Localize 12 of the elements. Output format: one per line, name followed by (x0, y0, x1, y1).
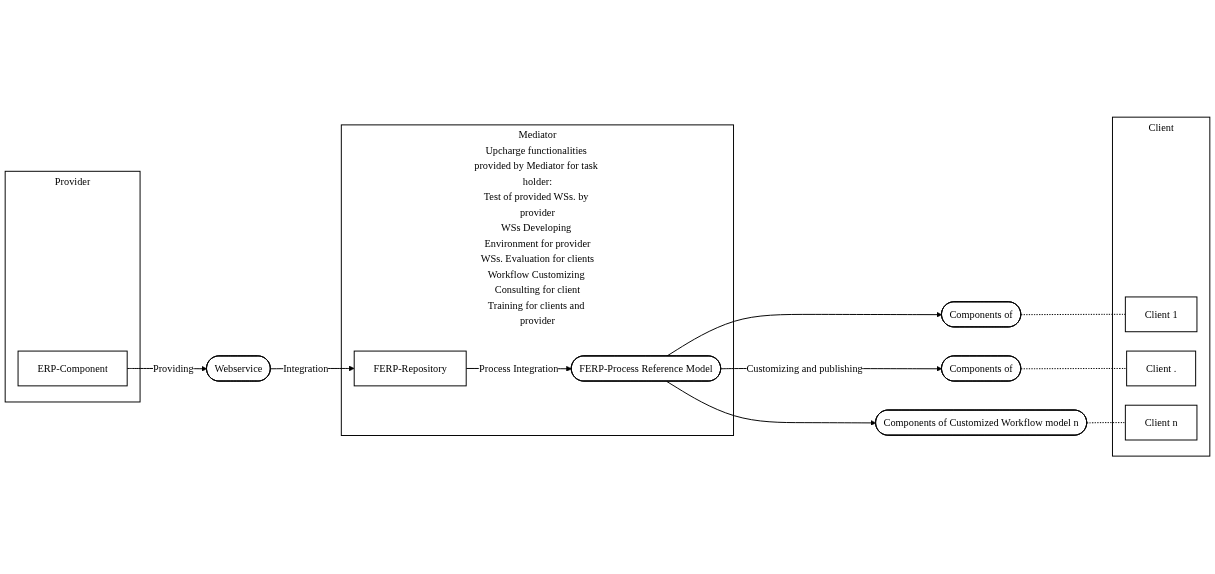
node-box: ERP-Component (17, 350, 128, 387)
node-box: Client 1 (1124, 296, 1198, 333)
node-box: FERP-Repository (353, 350, 467, 387)
node-box: Client n (1124, 405, 1198, 441)
connector (1020, 314, 1126, 316)
node-box: Client . (1126, 350, 1197, 387)
edge-label: Process Integration (479, 363, 559, 374)
connector (1020, 368, 1128, 370)
edge-label: Customizing and publishing (746, 363, 863, 374)
edge-label: Providing (152, 363, 194, 374)
edge-label: Integration (283, 363, 329, 374)
connector (1086, 422, 1126, 424)
